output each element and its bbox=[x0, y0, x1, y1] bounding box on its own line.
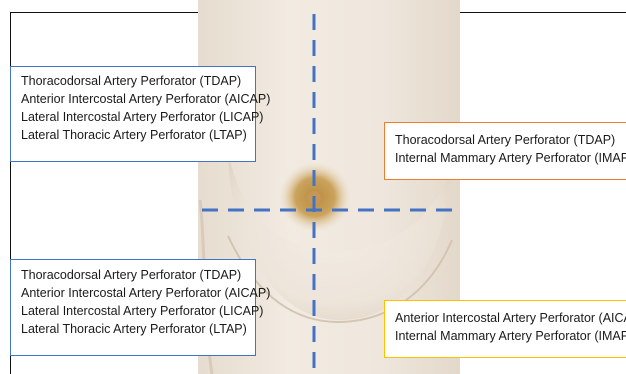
label-line: Anterior Intercostal Artery Perforator (… bbox=[21, 90, 255, 108]
label-line: Anterior Intercostal Artery Perforator (… bbox=[21, 284, 255, 302]
label-line: Lateral Intercostal Artery Perforator (L… bbox=[21, 302, 255, 320]
upper-outer-quadrant-label: Thoracodorsal Artery Perforator (TDAP) A… bbox=[10, 66, 256, 162]
label-line: Thoracodorsal Artery Perforator (TDAP) bbox=[395, 131, 626, 149]
label-line: Lateral Intercostal Artery Perforator (L… bbox=[21, 108, 255, 126]
lower-outer-quadrant-label: Thoracodorsal Artery Perforator (TDAP) A… bbox=[10, 259, 256, 356]
label-line: Lateral Thoracic Artery Perforator (LTAP… bbox=[21, 320, 255, 338]
lower-inner-quadrant-label: Anterior Intercostal Artery Perforator (… bbox=[384, 300, 626, 358]
label-line: Thoracodorsal Artery Perforator (TDAP) bbox=[21, 72, 255, 90]
label-line: Anterior Intercostal Artery Perforator (… bbox=[395, 309, 626, 327]
label-line: Thoracodorsal Artery Perforator (TDAP) bbox=[21, 266, 255, 284]
label-line: Lateral Thoracic Artery Perforator (LTAP… bbox=[21, 126, 255, 144]
label-line: Internal Mammary Artery Perforator (IMAP… bbox=[395, 327, 626, 345]
label-line: Internal Mammary Artery Perforator (IMAP… bbox=[395, 149, 626, 167]
upper-inner-quadrant-label: Thoracodorsal Artery Perforator (TDAP) I… bbox=[384, 122, 626, 180]
